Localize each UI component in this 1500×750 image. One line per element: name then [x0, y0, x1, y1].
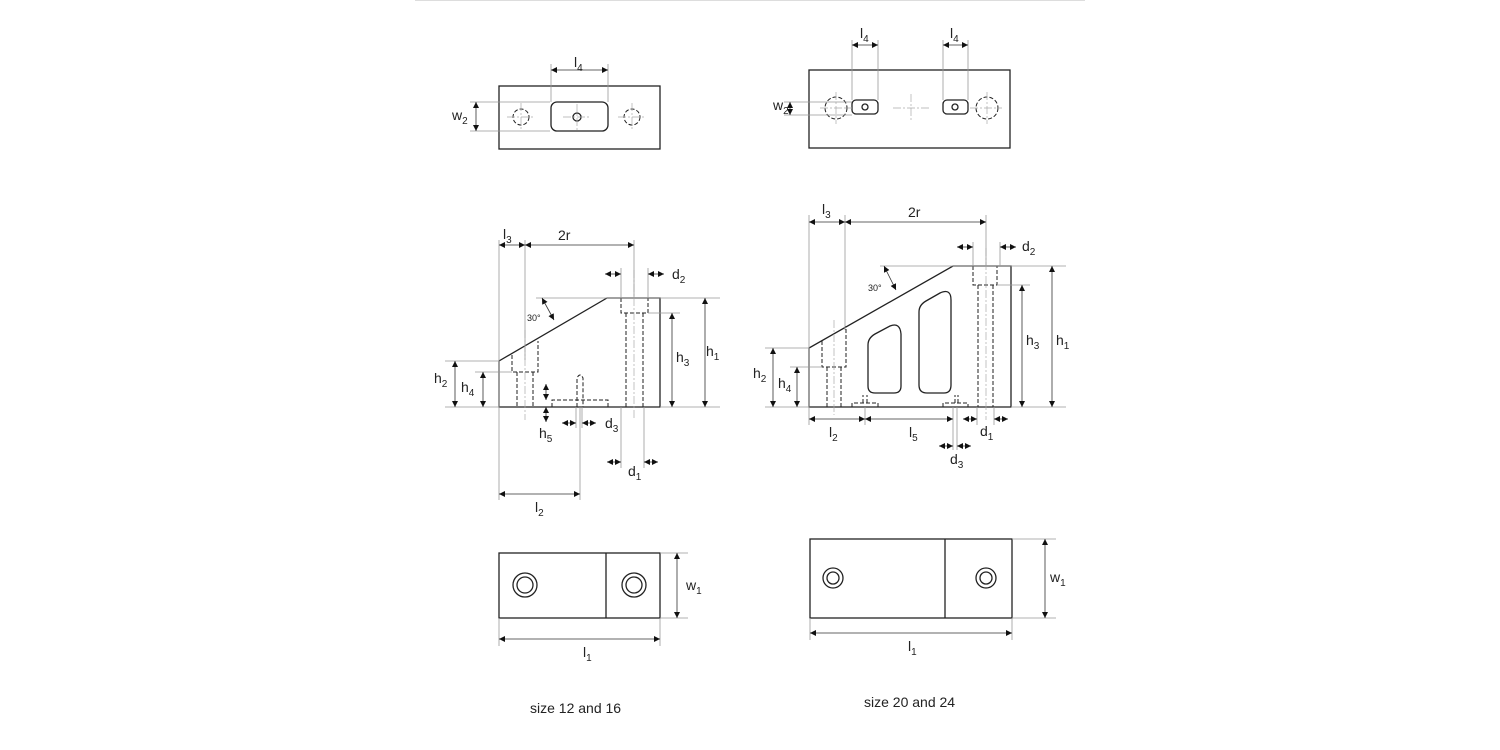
side-view-large: l3 2r d2 h1 h3 h2 h4 l2 l5 d1 d3 30°: [753, 201, 1070, 471]
dim-l5: l5: [909, 424, 918, 444]
dim-w2: w2: [772, 97, 789, 117]
dim-w1: w1: [685, 577, 702, 597]
dim-d1: d1: [980, 423, 994, 443]
dim-d2: d2: [1022, 238, 1036, 258]
bottom-view-small: w1 l1: [498, 552, 702, 664]
dim-w1: w1: [1049, 569, 1066, 589]
dim-w2: w2: [451, 107, 468, 127]
top-view-large: l4 l4 w2: [772, 25, 1011, 149]
dim-h1: h1: [706, 343, 720, 363]
dim-l1: l1: [583, 644, 592, 664]
dim-h1: h1: [1056, 332, 1070, 352]
dim-l2: l2: [535, 499, 544, 519]
dim-l1: l1: [908, 638, 917, 658]
dim-h2: h2: [753, 365, 767, 385]
caption-left: size 12 and 16: [530, 700, 621, 716]
dim-h2: h2: [434, 370, 448, 390]
dim-l4-right: l4: [950, 25, 959, 45]
bottom-view-large: w1 l1: [809, 538, 1066, 658]
dim-d3: d3: [605, 415, 619, 435]
dim-l3: l3: [503, 226, 512, 246]
dim-d3: d3: [950, 451, 964, 471]
dim-l2: l2: [829, 424, 838, 444]
dim-l4-left: l4: [860, 25, 869, 45]
top-view-small: l4 w2: [451, 54, 661, 150]
dim-h3: h3: [676, 349, 690, 369]
dim-h4: h4: [778, 375, 792, 395]
angle-label: 30°: [868, 283, 882, 293]
dim-h3: h3: [1026, 332, 1040, 352]
angle-label: 30°: [527, 313, 541, 323]
side-view-small: l3 2r d2 h1 h3 h2 h4 h5 d3 d1 l2 30°: [434, 226, 720, 519]
dim-d1: d1: [628, 463, 642, 483]
dim-l3: l3: [822, 201, 831, 221]
dim-l4: l4: [574, 54, 583, 74]
dim-d2: d2: [672, 266, 686, 286]
dim-h4: h4: [461, 379, 475, 399]
caption-right: size 20 and 24: [864, 694, 955, 710]
dim-2r: 2r: [558, 227, 571, 243]
dim-h5: h5: [539, 425, 553, 445]
dim-2r: 2r: [908, 204, 921, 220]
